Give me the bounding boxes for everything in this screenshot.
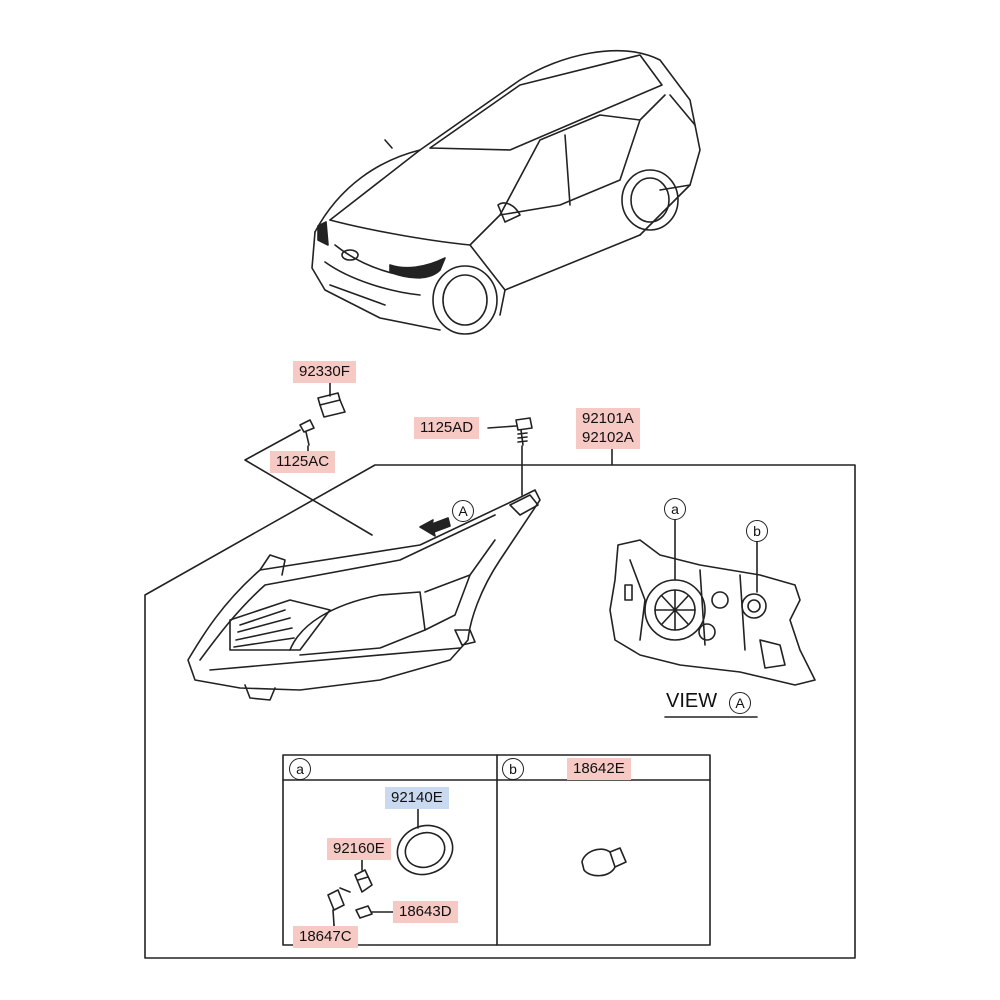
bulb-18647C: [327, 887, 351, 926]
view-a-circle: A: [729, 692, 751, 714]
view-arrow: [419, 517, 451, 537]
seal-92140E: [396, 824, 454, 876]
marker-a-view: a: [664, 498, 686, 520]
table-marker-a: a: [289, 758, 311, 780]
headlamp-assembly: [187, 489, 541, 701]
socket-92160E: [354, 869, 373, 893]
label-92330F: 92330F: [293, 361, 356, 383]
table-marker-b: b: [502, 758, 524, 780]
label-92102A: 92102A: [576, 427, 640, 449]
detail-table: [282, 754, 711, 946]
leader-1125AD: [487, 425, 517, 429]
label-18642E: 18642E: [567, 758, 631, 780]
label-18647C: 18647C: [293, 926, 358, 948]
label-1125AC: 1125AC: [270, 451, 336, 473]
label-92140E: 92140E: [385, 787, 449, 809]
label-18643D: 18643D: [393, 901, 458, 923]
assembly-frame: [144, 447, 856, 959]
marker-b-view: b: [746, 520, 768, 542]
label-1125AD: 1125AD: [414, 417, 480, 439]
label-92160E: 92160E: [327, 838, 391, 860]
label-92101A: 92101A: [576, 408, 640, 430]
view-a-title: VIEW: [666, 690, 717, 713]
car-headlight-highlight-left: [317, 221, 329, 246]
bulb-18643D: [355, 905, 373, 919]
bolt-1125AD: [515, 417, 533, 446]
bracket-1125AC: [244, 429, 373, 536]
view-word: VIEW: [666, 690, 718, 712]
view-a-rear-lamp: [609, 539, 816, 686]
bolt-1125AC: [299, 419, 315, 446]
car-illustration: [311, 49, 701, 335]
car-headlight-highlight: [389, 257, 446, 279]
arrow-a-marker: A: [452, 500, 474, 522]
bulb-18642E: [581, 847, 627, 877]
socket-92330F: [317, 392, 346, 418]
